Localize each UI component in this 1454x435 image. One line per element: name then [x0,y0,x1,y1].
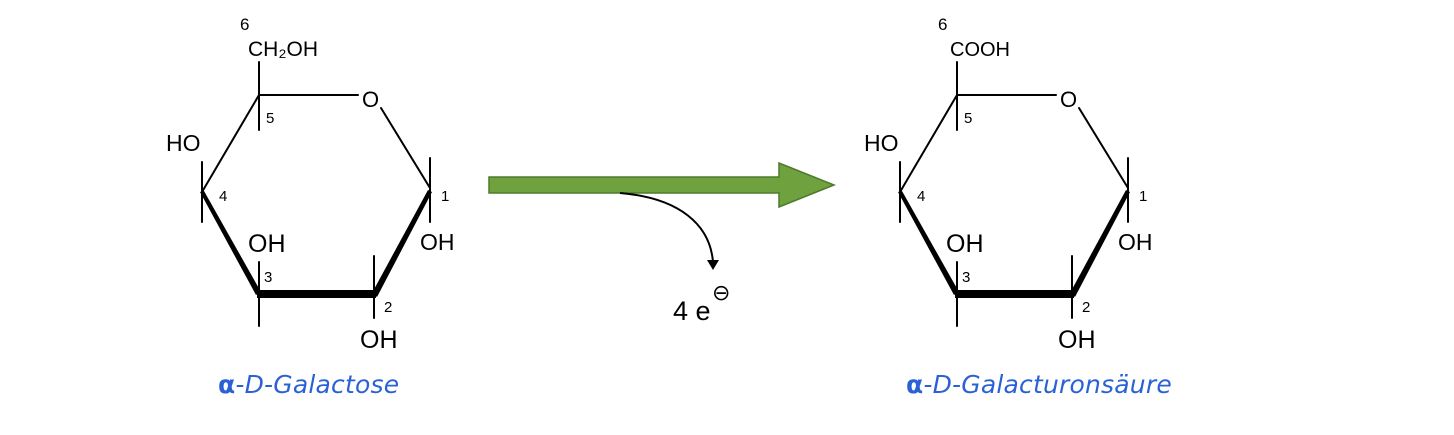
bond-c5-c4 [899,94,958,193]
c2-number: 2 [384,299,392,316]
bond-c5-c4 [201,94,260,193]
bond-o-c1 [1078,107,1129,189]
caption-name: -D-Galacturonsäure [923,370,1172,399]
c3-number: 3 [962,269,970,286]
c4-number: 4 [219,188,227,205]
caption-galacturonic-acid: α-D-Galacturonsäure [906,370,1172,399]
electron-release-curve [619,192,714,263]
c1-number: 1 [1139,188,1147,205]
c1-number: 1 [441,188,449,205]
c6-number: 6 [240,15,249,34]
electron-count: 4 e [673,296,711,326]
bond-o-c1 [380,107,431,189]
bond-c2-c1-bold [372,190,432,297]
bond-c4-c3-bold [898,191,959,295]
oh-c3-group: OH [248,230,286,258]
ch2oh-group: CH₂OH [248,38,318,61]
ho-c4-group: HO [166,130,201,156]
galacturonic-ring-bonds [899,61,1129,327]
ring-oxygen: O [362,87,379,112]
c3-number: 3 [264,269,272,286]
c5-number: 5 [266,110,274,127]
c6-number: 6 [938,15,947,34]
molecule-galactose: 6 CH₂OH O 5 HO 4 1 OH OH 3 2 OH [166,15,455,354]
oh-c2-group: OH [360,326,398,354]
bond-c4-c3-bold [200,191,261,295]
caption-name: -D-Galactose [235,370,400,399]
cooh-group: COOH [950,39,1010,61]
bond-c3-c2-bold [955,290,1074,298]
green-arrow [488,161,837,209]
c2-number: 2 [1082,299,1090,316]
ring-oxygen: O [1060,87,1077,112]
oh-c3-group: OH [946,230,984,258]
oh-c1-group: OH [420,229,455,255]
electron-release-arrowhead [707,260,719,270]
caption-alpha: α [218,370,236,399]
reaction-arrow: 4 e ⊖ [488,161,837,326]
caption-galactose: α-D-Galactose [218,370,399,399]
galactose-ring-bonds [201,61,431,327]
bond-c2-c1-bold [1070,190,1130,297]
electron-charge: ⊖ [712,280,730,305]
molecule-galacturonic-acid: 6 COOH O 5 HO 4 1 OH OH 3 2 OH [864,15,1153,354]
bond-c3-c2-bold [257,290,376,298]
c4-number: 4 [917,188,925,205]
oh-c1-group: OH [1118,229,1153,255]
ho-c4-group: HO [864,130,899,156]
caption-alpha: α [906,370,924,399]
c5-number: 5 [964,110,972,127]
oh-c2-group: OH [1058,326,1096,354]
